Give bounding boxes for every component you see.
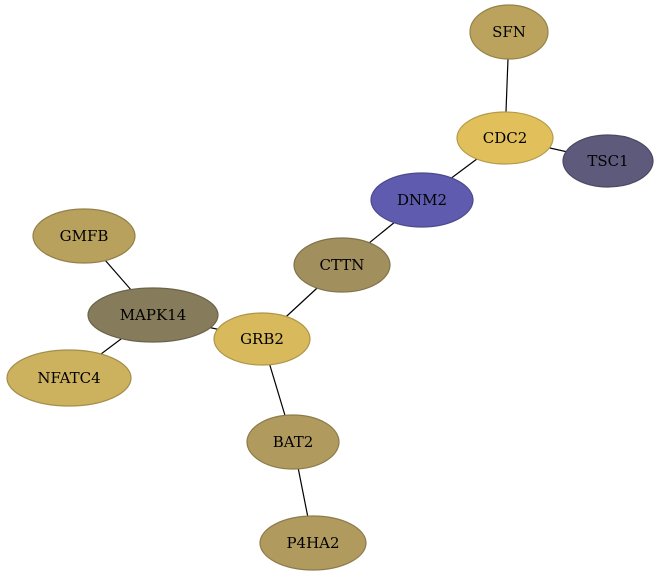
node-label: GRB2 xyxy=(240,330,284,348)
node-shape xyxy=(562,134,654,188)
node-shape xyxy=(456,111,554,165)
node-shape xyxy=(213,312,311,366)
node-label: CTTN xyxy=(320,256,365,274)
node-label: P4HA2 xyxy=(286,534,339,552)
node-label: MAPK14 xyxy=(120,306,187,324)
node-gmfb[interactable]: GMFB xyxy=(32,208,136,264)
node-grb2[interactable]: GRB2 xyxy=(213,312,311,366)
node-label: CDC2 xyxy=(483,129,528,147)
node-nfatc4[interactable]: NFATC4 xyxy=(6,349,132,407)
node-label: DNM2 xyxy=(397,191,447,209)
node-label: GMFB xyxy=(60,227,109,245)
node-shape xyxy=(6,349,132,407)
node-tsc1[interactable]: TSC1 xyxy=(562,134,654,188)
node-shape xyxy=(293,237,391,293)
node-shape xyxy=(32,208,136,264)
node-sfn[interactable]: SFN xyxy=(469,4,549,60)
node-label: BAT2 xyxy=(273,433,314,451)
node-dnm2[interactable]: DNM2 xyxy=(370,172,474,228)
node-label: SFN xyxy=(492,23,526,41)
node-shape xyxy=(469,4,549,60)
node-label: TSC1 xyxy=(587,152,628,170)
node-shape xyxy=(259,515,367,571)
node-cdc2[interactable]: CDC2 xyxy=(456,111,554,165)
node-bat2[interactable]: BAT2 xyxy=(246,414,340,470)
node-shape xyxy=(87,287,219,343)
node-shape xyxy=(370,172,474,228)
node-mapk14[interactable]: MAPK14 xyxy=(87,287,219,343)
node-p4ha2[interactable]: P4HA2 xyxy=(259,515,367,571)
node-label: NFATC4 xyxy=(37,369,100,387)
node-shape xyxy=(246,414,340,470)
node-cttn[interactable]: CTTN xyxy=(293,237,391,293)
